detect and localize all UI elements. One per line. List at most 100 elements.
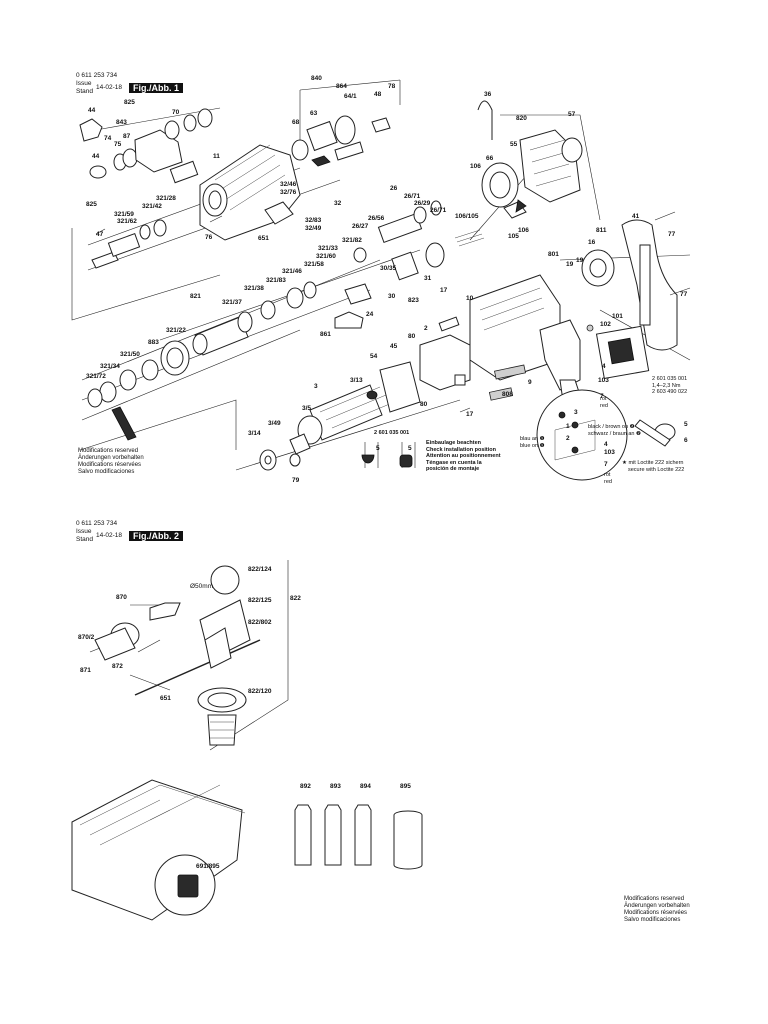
callout: 32/76 bbox=[280, 189, 297, 196]
modifications-line: Modifications réservées bbox=[78, 462, 142, 468]
depth-stop-rod bbox=[134, 639, 261, 696]
torque-note: 2 601 035 001 1,4–2,3 Nm 2 603 490 022 bbox=[652, 376, 687, 396]
callout: 321/37 bbox=[222, 299, 242, 306]
callout: 103 bbox=[598, 377, 609, 384]
callout: 811 bbox=[596, 227, 607, 234]
callout: 87 bbox=[123, 133, 131, 140]
callout: 26/27 bbox=[352, 223, 369, 230]
wire-label-rot-1: rot bbox=[600, 396, 607, 402]
wire-label-blue: blue on ❶ bbox=[520, 443, 545, 449]
callout: 321/33 bbox=[318, 245, 338, 252]
callout: 30 bbox=[388, 293, 396, 300]
callout: 822/120 bbox=[248, 688, 272, 695]
callout: 823 bbox=[408, 297, 419, 304]
loctite-note: ★ mit Loctite 222 sichern secure with Lo… bbox=[622, 460, 684, 473]
fig2-issue-label: Issue bbox=[76, 528, 92, 535]
callout: 26/56 bbox=[368, 215, 385, 222]
fig1-date: 14-02-18 bbox=[96, 84, 123, 91]
callout: 870/2 bbox=[78, 634, 95, 641]
callout: 76 bbox=[205, 234, 213, 241]
callout: 31 bbox=[424, 275, 432, 282]
callout: 26/71 bbox=[404, 193, 421, 200]
fig1-label: Fig./Abb. 1 bbox=[129, 83, 184, 93]
callout: 26/71 bbox=[430, 207, 447, 214]
callout: 63 bbox=[310, 110, 318, 117]
callout: 26/29 bbox=[414, 200, 431, 207]
wire-label-rot-2: rot bbox=[604, 472, 611, 478]
callout: 70 bbox=[172, 109, 180, 116]
callout: 321/28 bbox=[156, 195, 176, 202]
callout: 17 bbox=[440, 287, 448, 294]
torque-line: 2 603 490 022 bbox=[652, 389, 688, 395]
callout: 861 bbox=[320, 331, 331, 338]
callout: 77 bbox=[680, 291, 688, 298]
callout: 825 bbox=[86, 201, 97, 208]
callout: 3/49 bbox=[268, 420, 281, 427]
callout: 864 bbox=[336, 83, 347, 90]
modifications-line: Modifications réservées bbox=[624, 910, 688, 916]
callout: 9 bbox=[528, 379, 532, 386]
callout: 24 bbox=[366, 311, 374, 318]
callout: 47 bbox=[96, 231, 104, 238]
callout: 825 bbox=[124, 99, 135, 106]
fig2-callouts: 870 870/2 871 872 651 822/124 822/125 82… bbox=[78, 566, 411, 870]
callout: 5 bbox=[684, 421, 688, 428]
callout: 32 bbox=[334, 200, 342, 207]
callout: 32/49 bbox=[305, 225, 322, 232]
wire-label-schwarz: schwarz / braun an ❷ bbox=[588, 431, 641, 437]
callout: 4 bbox=[602, 363, 606, 370]
install-line: posición de montaje bbox=[426, 466, 480, 472]
install-line: Einbaulage beachten bbox=[426, 440, 482, 446]
modifications-line: Salvo modificaciones bbox=[78, 469, 135, 475]
auxiliary-handle bbox=[197, 565, 251, 746]
modifications-line: Änderungen vorbehalten bbox=[78, 455, 144, 461]
grease-tubes bbox=[294, 804, 423, 870]
callout: 822/125 bbox=[248, 597, 272, 604]
callout: 103 bbox=[604, 449, 615, 456]
fig2-stand-label: Stand bbox=[76, 536, 93, 543]
callout: 801 bbox=[548, 251, 559, 258]
wire-label-blau: blau an ❶ bbox=[520, 436, 545, 442]
callout: 106 bbox=[470, 163, 481, 170]
callout: 321/62 bbox=[117, 218, 137, 225]
install-part-number: 2 601 035 001 bbox=[374, 430, 410, 436]
callout: 102 bbox=[600, 321, 611, 328]
modifications-line: Salvo modificaciones bbox=[624, 917, 681, 923]
install-line: Téngase en cuenta la bbox=[426, 459, 482, 466]
install-line: Attention au positionnement bbox=[426, 453, 501, 459]
callout: 894 bbox=[360, 783, 371, 790]
callout: 106 bbox=[518, 227, 529, 234]
callout: 1 bbox=[566, 423, 570, 430]
callout: 6 bbox=[684, 437, 688, 444]
fig2-label: Fig./Abb. 2 bbox=[129, 531, 184, 541]
callout: 321/59 bbox=[114, 211, 134, 218]
install-position-note: Einbaulage beachten Check installation p… bbox=[426, 440, 501, 473]
callout: 17 bbox=[466, 411, 474, 418]
callout: 321/38 bbox=[244, 285, 264, 292]
wire-label-red-2: red bbox=[604, 479, 612, 485]
callout: 55 bbox=[510, 141, 518, 148]
callout: 651 bbox=[160, 695, 171, 702]
callout: 883 bbox=[148, 339, 159, 346]
install-position-icons bbox=[361, 442, 416, 468]
callout: 44 bbox=[92, 153, 100, 160]
callout: 3/13 bbox=[350, 377, 363, 384]
callout: 651 bbox=[258, 235, 269, 242]
callout: 893 bbox=[330, 783, 341, 790]
callout: 321/60 bbox=[316, 253, 336, 260]
callout: 871 bbox=[80, 667, 91, 674]
callout: 101 bbox=[612, 313, 623, 320]
callout: 691/895 bbox=[196, 863, 220, 870]
drill-chuck bbox=[89, 602, 181, 661]
fig1-part-number: 0 611 253 734 bbox=[76, 72, 118, 79]
callout: 74 bbox=[104, 135, 112, 142]
callout: 4 bbox=[604, 441, 608, 448]
callout: 79 bbox=[292, 477, 300, 484]
callout: 7 bbox=[600, 393, 604, 400]
callout: 321/83 bbox=[266, 277, 286, 284]
wiring-detail bbox=[536, 389, 628, 481]
screws-and-pins bbox=[95, 211, 691, 413]
fig2-part-number: 0 611 253 734 bbox=[76, 520, 118, 527]
callout: 75 bbox=[114, 141, 122, 148]
callout: 5 bbox=[408, 445, 412, 452]
